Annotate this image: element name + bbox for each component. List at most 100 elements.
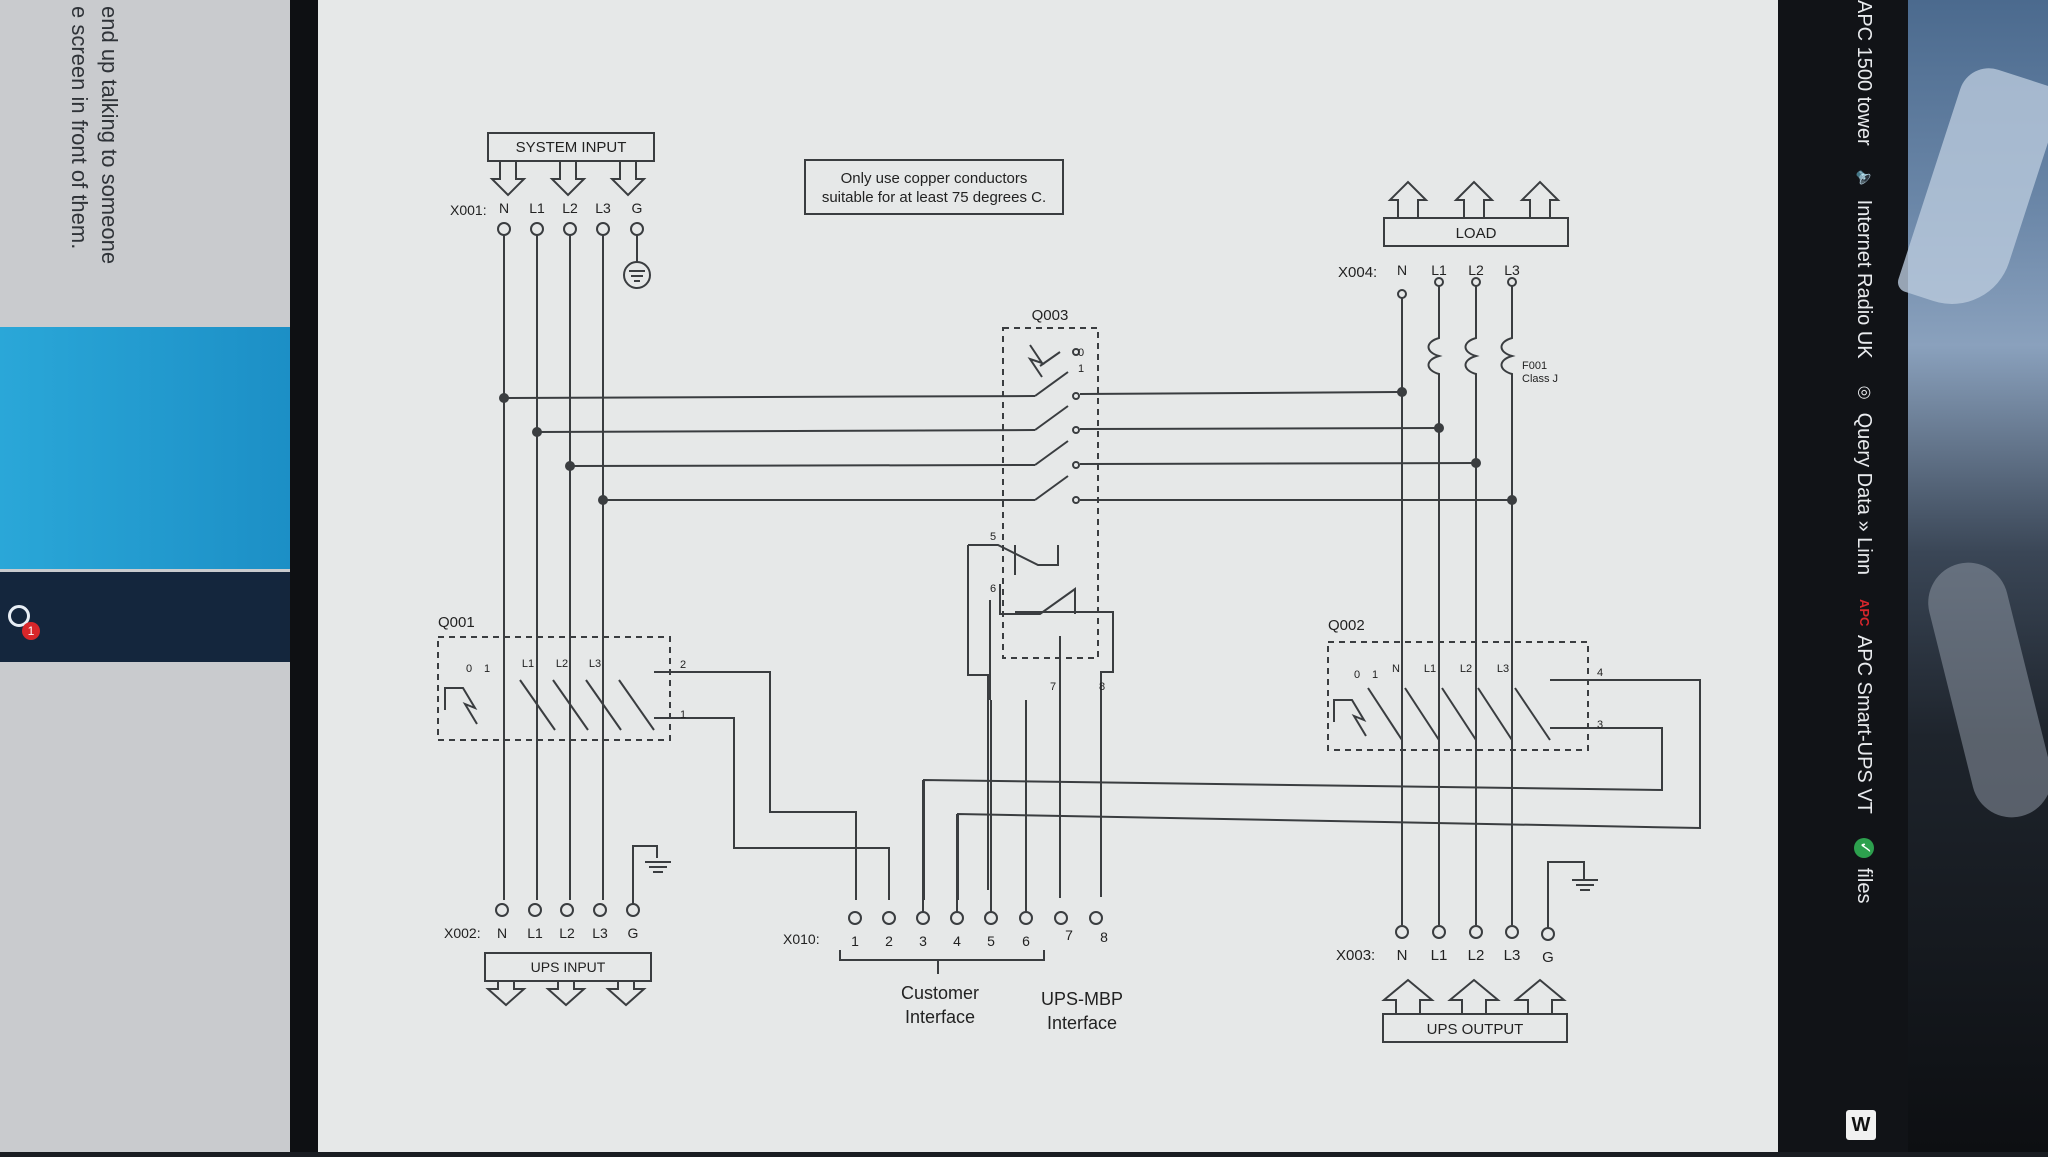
x001-term-l2: L2 — [562, 200, 578, 216]
x010-term-8: 8 — [1100, 929, 1108, 945]
tab-label: Internet Radio UK — [1853, 199, 1876, 359]
system-input-label: SYSTEM INPUT — [516, 139, 627, 156]
x004-terminals — [1397, 277, 1517, 299]
x010-wiring — [922, 700, 1027, 912]
q001-aux-wiring — [654, 671, 890, 900]
x001-terminals — [497, 222, 644, 236]
bookmarks-bar: APC 1500 tower 🔈 Internet Radio UK ◎ Que… — [1844, 0, 1884, 927]
tab-internet-radio-uk[interactable]: 🔈 Internet Radio UK — [1853, 170, 1876, 359]
x003-terminals — [1395, 925, 1555, 941]
x010-term-1: 1 — [851, 933, 859, 949]
q002-pole-l2: L2 — [1460, 663, 1472, 675]
customer-bracket — [839, 950, 1045, 974]
left-panel-text: end up talking to someone e screen in fr… — [64, 6, 124, 264]
apc-icon: APC — [1857, 598, 1872, 627]
x002-term-l1: L1 — [527, 925, 543, 941]
ups-output-box — [1382, 1013, 1568, 1043]
junction-dots — [499, 387, 1517, 505]
x001-term-g: G — [632, 200, 643, 216]
x010-term-6: 6 — [1022, 933, 1030, 949]
q001-pos-0: 0 — [466, 663, 472, 675]
blue-banner — [0, 327, 290, 569]
tab-label: APC Smart-UPS VT — [1853, 634, 1876, 814]
x004-label: X004: — [1338, 264, 1377, 281]
q002-aux-4: 4 — [1597, 667, 1603, 679]
load-box — [1383, 217, 1569, 247]
x003-term-n: N — [1397, 947, 1408, 964]
q003-aux-5: 5 — [990, 531, 996, 543]
files-icon: ✓ — [1854, 837, 1874, 858]
ups-output-label: UPS OUTPUT — [1427, 1021, 1524, 1038]
q003-aux-7: 7 — [1050, 681, 1056, 693]
tab-query-data[interactable]: ◎ Query Data » Linn — [1853, 383, 1876, 575]
x004-term-l3: L3 — [1504, 262, 1520, 278]
notification-badge: 1 — [22, 622, 40, 640]
q001-pole-l1: L1 — [522, 658, 534, 670]
q001-aux-1: 1 — [680, 709, 686, 721]
tab-apc-smart-ups[interactable]: APC APC Smart-UPS VT — [1853, 599, 1876, 814]
diagram-sheet: SYSTEM INPUT X001: N L1 L2 L3 G Only use… — [318, 0, 1778, 1152]
x004-term-l2: L2 — [1468, 262, 1484, 278]
tab-label: APC 1500 tower — [1853, 0, 1876, 146]
q001-label: Q001 — [438, 614, 475, 631]
q003-switch-poles — [1027, 344, 1080, 504]
x003-term-g: G — [1542, 949, 1554, 966]
query-icon: ◎ — [1856, 385, 1873, 400]
q001-pole-l2: L2 — [556, 658, 568, 670]
tab-label: files — [1853, 867, 1876, 904]
f001-label: F001 — [1522, 360, 1547, 372]
x010-term-5: 5 — [987, 933, 995, 949]
x001-term-l1: L1 — [529, 200, 545, 216]
left-app-panel: end up talking to someone e screen in fr… — [0, 0, 290, 1152]
ups-mbp-interface-line-2: Interface — [1047, 1013, 1117, 1033]
x002-label: X002: — [444, 925, 481, 941]
x010-label: X010: — [783, 931, 820, 947]
wiring-diagram: SYSTEM INPUT X001: N L1 L2 L3 G Only use… — [437, 132, 1701, 1043]
system-input-arrows — [489, 161, 647, 197]
sync-icon[interactable] — [8, 605, 30, 627]
q001-aux-2: 2 — [680, 659, 686, 671]
q003-pos-1: 1 — [1078, 363, 1084, 375]
copper-note-line-1: Only use copper conductors — [841, 170, 1028, 187]
q002-box — [1327, 641, 1589, 751]
f001-class-label: Class J — [1522, 373, 1558, 385]
q002-pos-0: 0 — [1354, 669, 1360, 681]
q003-aux-contacts — [967, 544, 1114, 898]
x010-term-7: 7 — [1065, 927, 1073, 943]
q002-pole-n: N — [1392, 663, 1400, 675]
speaker-icon: 🔈 — [1856, 169, 1873, 190]
x010-terminals — [848, 911, 1103, 925]
q003-aux-6: 6 — [990, 583, 996, 595]
x003-term-l3: L3 — [1504, 947, 1521, 964]
x010-term-3: 3 — [919, 933, 927, 949]
q001-pos-1: 1 — [484, 663, 490, 675]
q003-box — [1002, 327, 1099, 659]
w-app-icon[interactable]: W — [1846, 1110, 1876, 1140]
ground-symbol-x001 — [623, 235, 651, 289]
customer-interface-line-2: Interface — [905, 1007, 975, 1027]
x001-term-l3: L3 — [595, 200, 611, 216]
x004-term-l1: L1 — [1431, 262, 1447, 278]
x002-term-g: G — [628, 925, 639, 941]
x002-term-n: N — [497, 925, 507, 941]
q002-pole-l3: L3 — [1497, 663, 1509, 675]
q002-pos-1: 1 — [1372, 669, 1378, 681]
x003-term-l2: L2 — [1468, 947, 1485, 964]
ups-input-label: UPS INPUT — [531, 959, 606, 975]
x001-label: X001: — [450, 202, 487, 218]
q002-switch-poles — [1333, 687, 1551, 741]
x002-term-l2: L2 — [559, 925, 575, 941]
load-label: LOAD — [1456, 225, 1497, 242]
x004-term-n: N — [1397, 262, 1407, 278]
system-input-box — [487, 132, 655, 162]
ground-symbol-x003 — [1547, 861, 1598, 928]
q003-label: Q003 — [1032, 307, 1069, 324]
q001-pole-l3: L3 — [589, 658, 601, 670]
tab-files[interactable]: ✓ files — [1853, 837, 1876, 904]
q002-label: Q002 — [1328, 617, 1365, 634]
q002-aux-3: 3 — [1597, 719, 1603, 731]
load-conductors — [1401, 286, 1516, 925]
left-text-line-2: e screen in front of them. — [67, 6, 92, 250]
q001-switch-poles — [444, 679, 655, 731]
tab-apc-1500-tower[interactable]: APC 1500 tower — [1853, 0, 1876, 146]
